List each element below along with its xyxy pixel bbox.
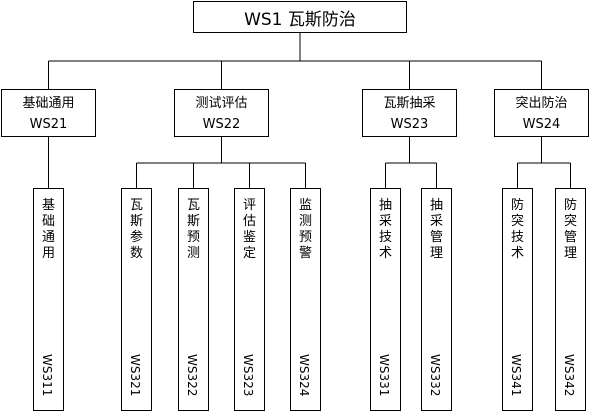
leaf-title: 防突管理 (563, 198, 577, 261)
root-node: WS1 瓦斯防治 (193, 1, 407, 33)
leaf-code: WS332 (427, 354, 442, 397)
leaf-code: WS323 (240, 354, 255, 397)
group-node-ws23: 瓦斯抽采 WS23 (362, 89, 457, 137)
group-title: 基础通用 (22, 96, 75, 111)
leaf-node-ws321: 瓦斯参数 WS321 (121, 188, 152, 411)
leaf-node-ws323: 评估鉴定 WS323 (234, 188, 265, 411)
leaf-node-ws332: 抽采管理 WS332 (421, 188, 452, 411)
leaf-code: WS341 (508, 354, 523, 397)
leaf-node-ws331: 抽采技术 WS331 (370, 188, 401, 411)
leaf-title: 瓦斯预测 (186, 198, 200, 261)
group-code: WS24 (522, 117, 561, 132)
leaf-node-ws322: 瓦斯预测 WS322 (178, 188, 209, 411)
leaf-title: 基础通用 (41, 198, 55, 261)
group-title: 突出防治 (515, 96, 568, 111)
leaf-code: WS342 (561, 354, 576, 397)
leaf-code: WS321 (127, 354, 142, 397)
leaf-node-ws324: 监测预警 WS324 (290, 188, 321, 411)
group-code: WS22 (202, 117, 241, 132)
leaf-code: WS331 (376, 354, 391, 397)
group-code: WS23 (390, 117, 429, 132)
group-node-ws24: 突出防治 WS24 (494, 89, 589, 137)
leaf-title: 监测预警 (298, 198, 312, 261)
group-node-ws21: 基础通用 WS21 (1, 89, 96, 137)
leaf-title: 防突技术 (510, 198, 524, 261)
leaf-node-ws342: 防突管理 WS342 (555, 188, 586, 411)
leaf-code: WS322 (184, 354, 199, 397)
leaf-node-ws341: 防突技术 WS341 (502, 188, 533, 411)
root-title: WS1 瓦斯防治 (244, 9, 356, 30)
leaf-title: 瓦斯参数 (129, 198, 143, 261)
leaf-title: 评估鉴定 (242, 198, 256, 261)
leaf-title: 抽采管理 (429, 198, 443, 261)
leaf-code: WS311 (39, 354, 54, 397)
group-title: 瓦斯抽采 (383, 96, 436, 111)
leaf-title: 抽采技术 (378, 198, 392, 261)
leaf-code: WS324 (296, 354, 311, 397)
group-title: 测试评估 (195, 96, 248, 111)
leaf-node-ws311: 基础通用 WS311 (33, 188, 64, 411)
group-code: WS21 (29, 117, 68, 132)
group-node-ws22: 测试评估 WS22 (174, 89, 269, 137)
